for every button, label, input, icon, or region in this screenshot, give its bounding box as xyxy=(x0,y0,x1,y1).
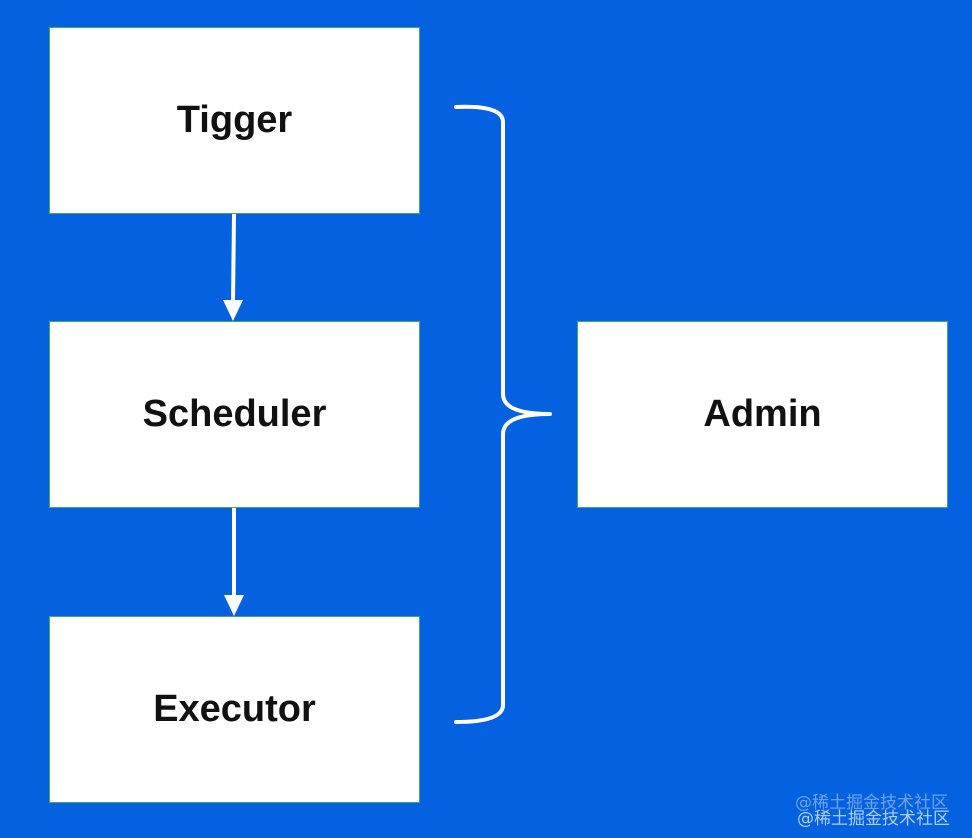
watermark-shadow: @稀土掘金技术社区 xyxy=(795,793,948,813)
scheduler-node: Scheduler xyxy=(49,321,420,508)
executor-label: Executor xyxy=(153,688,316,730)
curly-brace xyxy=(454,104,552,724)
arrow-tigger-to-scheduler xyxy=(223,213,243,321)
tigger-node: Tigger xyxy=(49,27,420,214)
admin-label: Admin xyxy=(703,393,822,435)
admin-node: Admin xyxy=(577,321,948,508)
scheduler-label: Scheduler xyxy=(142,393,327,435)
watermark: @稀土掘金技术社区 xyxy=(797,809,950,829)
executor-node: Executor xyxy=(49,616,420,803)
arrow-scheduler-to-executor xyxy=(224,508,244,616)
tigger-label: Tigger xyxy=(176,99,293,141)
